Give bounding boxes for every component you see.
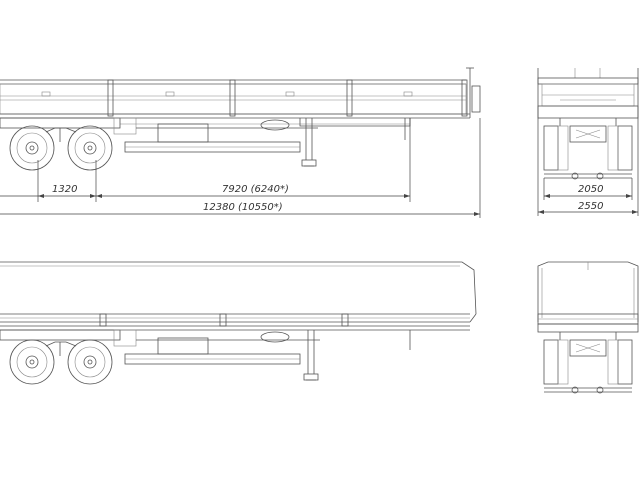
front-view-tarpaulin	[537, 261, 639, 394]
front-wheel-2	[67, 339, 113, 385]
overall-length-label: 12380 (10550*)	[203, 202, 283, 213]
front-view-flatbed: 2050 2550	[537, 68, 639, 216]
side-dimension-lines	[0, 118, 481, 218]
rear-wheel-2	[9, 339, 55, 385]
wheelbase-label: 7920 (6240*)	[222, 184, 289, 195]
track-width-label: 2050	[578, 184, 603, 195]
side-view-tarpaulin	[0, 261, 477, 385]
side-view-flatbed: 1320 7920 (6240*) 12380 (10550*)	[0, 67, 481, 218]
axle-spacing-label: 1320	[52, 184, 77, 195]
overall-width-label: 2550	[578, 201, 603, 212]
front-wheel	[67, 125, 113, 171]
rear-wheel	[9, 125, 55, 171]
